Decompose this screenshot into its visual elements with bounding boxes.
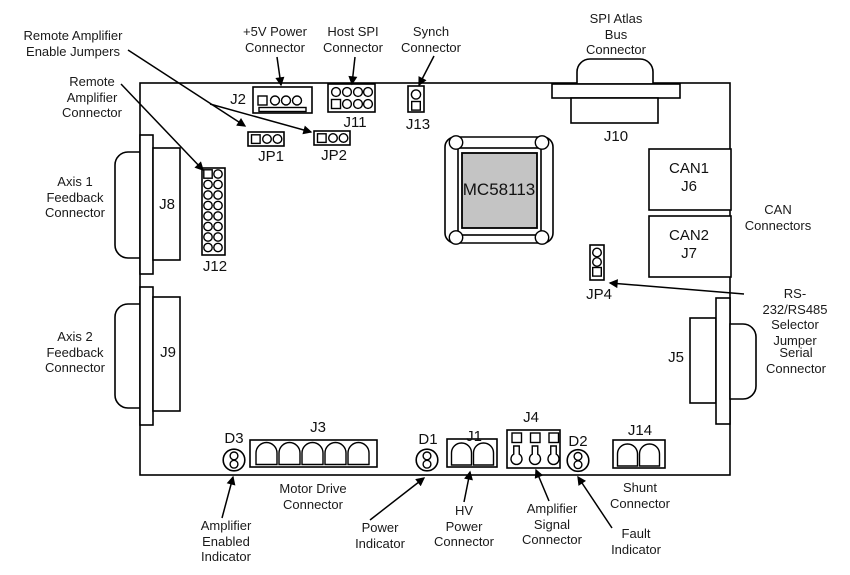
label-host-spi-connector: Host SPI Connector: [323, 24, 383, 55]
connector-j3: [249, 439, 378, 468]
socket-hole-icon: [448, 135, 464, 150]
designator-d1: D1: [418, 431, 438, 448]
designator-j5: J5: [668, 349, 684, 366]
label-5v-power-connector: +5V Power Connector: [243, 24, 307, 55]
connector-j12: [201, 167, 226, 256]
label-synch-connector: Synch Connector: [401, 24, 461, 55]
socket-hole-icon: [448, 230, 464, 245]
connector-j8: [114, 134, 181, 275]
jumper-jp4: [589, 244, 605, 281]
designator-j1: J1: [466, 428, 482, 445]
led-d2: [566, 448, 590, 473]
label-rs232-rs485-selector-jumper: RS-232/RS485 Selector Jumper: [762, 286, 828, 348]
leader-enable-to-jp1: [127, 49, 247, 127]
label-remote-amplifier-enable-jumpers: Remote Amplifier Enable Jumpers: [23, 28, 123, 59]
designator-j9: J9: [160, 344, 176, 361]
label-motor-drive-connector: Motor Drive Connector: [279, 481, 347, 512]
designator-j2: J2: [230, 91, 246, 108]
label-shunt-connector: Shunt Connector: [610, 480, 670, 511]
connector-j14: [612, 439, 666, 469]
leader-enable-to-jp2: [209, 103, 313, 135]
designator-jp4: JP4: [586, 286, 612, 303]
label-serial-connector: Serial Connector: [766, 345, 826, 376]
leader-hostspi-to-j11: [348, 56, 358, 86]
leader-ampsignal-to-j4: [534, 468, 550, 502]
designator-d2: D2: [568, 433, 588, 450]
designator-jp2: JP2: [321, 147, 347, 164]
label-amplifier-signal-connector: Amplifier Signal Connector: [522, 501, 582, 547]
leader-power-to-d1: [369, 477, 426, 521]
label-fault-indicator: Fault Indicator: [611, 526, 661, 557]
designator-d3: D3: [224, 430, 244, 447]
designator-j12: J12: [202, 258, 228, 275]
leader-ampenabled-to-d3: [221, 475, 236, 519]
designator-j14: J14: [627, 422, 653, 439]
label-power-indicator: Power Indicator: [355, 520, 405, 551]
board-outline: [139, 82, 731, 476]
connector-j1: [446, 438, 498, 468]
designator-j4: J4: [523, 409, 539, 426]
connector-j13: [407, 85, 425, 113]
label-hv-power-connector: HV Power Connector: [434, 503, 494, 549]
designator-j11: J11: [343, 114, 367, 131]
jumper-jp2: [313, 130, 351, 146]
designator-can1-j6: CAN1 J6: [668, 160, 710, 195]
label-spi-atlas-bus-connector: SPI Atlas Bus Connector: [586, 11, 646, 57]
label-axis1-feedback-connector: Axis 1 Feedback Connector: [45, 174, 105, 220]
designator-j3: J3: [310, 419, 326, 436]
designator-jp1: JP1: [258, 148, 284, 165]
connector-j9: [114, 286, 181, 426]
label-amplifier-enabled-indicator: Amplifier Enabled Indicator: [200, 518, 252, 564]
connector-j11: [327, 83, 376, 113]
chip-mc58113: [444, 135, 554, 245]
chip-label: MC58113: [462, 180, 536, 199]
connector-j4: [506, 429, 561, 469]
designator-j13: J13: [405, 116, 431, 133]
connector-j5: [689, 297, 757, 425]
leader-rs232-to-jp4: [608, 279, 745, 295]
connector-j2: [252, 86, 313, 114]
leader-synch-to-j13: [418, 55, 435, 87]
connector-j6-can1: [648, 148, 732, 211]
designator-j10: J10: [603, 128, 629, 145]
leader-fault-to-d2: [577, 475, 613, 529]
led-d3: [222, 448, 246, 472]
label-remote-amplifier-connector: Remote Amplifier Connector: [62, 74, 122, 120]
leader-hvpower-to-j1: [463, 470, 473, 503]
jumper-jp1: [247, 131, 285, 147]
connector-j10: [551, 58, 681, 124]
designator-j8: J8: [159, 196, 175, 213]
label-can-connectors: CAN Connectors: [744, 202, 812, 233]
leader-remoteamp-to-j12: [120, 83, 204, 171]
socket-hole-icon: [534, 135, 550, 150]
designator-can2-j7: CAN2 J7: [668, 227, 710, 262]
connector-j7-can2: [648, 215, 732, 278]
socket-hole-icon: [534, 230, 550, 245]
chip-body: [461, 152, 538, 229]
leader-5v-to-j2: [275, 56, 285, 87]
label-axis2-feedback-connector: Axis 2 Feedback Connector: [45, 329, 105, 375]
led-d1: [415, 448, 439, 472]
